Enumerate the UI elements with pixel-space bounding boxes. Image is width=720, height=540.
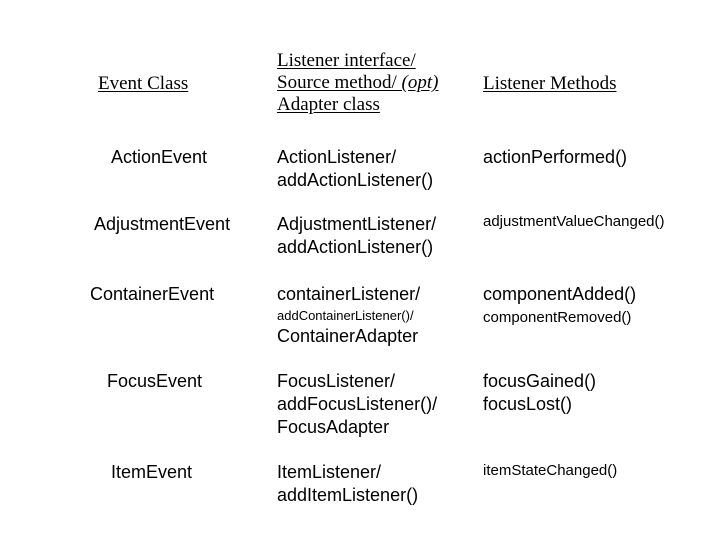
row-adjustment-methods: adjustmentValueChanged() [483, 212, 665, 232]
listener-line: FocusListener/ [277, 371, 396, 391]
listener-line: ActionListener/ [277, 147, 397, 167]
listener-line: FocusAdapter [277, 417, 390, 437]
row-action-event-class: ActionEvent [111, 147, 208, 167]
header-listener-line2: Source method/ (opt) [277, 72, 438, 94]
header-listener-methods: Listener Methods [483, 73, 617, 94]
method-line: focusGained() [483, 371, 597, 391]
header-opt: (opt) [401, 72, 439, 93]
row-item-methods: itemStateChanged() [483, 461, 617, 481]
method-line: actionPerformed() [483, 147, 628, 167]
listener-line: addActionListener() [277, 170, 434, 190]
listener-line: addContainerListener()/ [277, 308, 414, 323]
method-line: componentAdded() [483, 284, 637, 304]
row-action-listener: ActionListener/ addActionListener() [277, 146, 433, 192]
row-item-event-class: ItemEvent [111, 462, 193, 482]
method-line: itemStateChanged() [483, 462, 618, 479]
row-container-event-class: ContainerEvent [90, 284, 215, 304]
row-adjustment-event-class: AdjustmentEvent [94, 214, 231, 234]
header-listener-line3: Adapter class [277, 94, 380, 115]
row-adjustment-listener: AdjustmentListener/ addActionListener() [277, 213, 436, 259]
listener-line: AdjustmentListener/ [277, 214, 437, 234]
row-container-listener: containerListener/ addContainerListener(… [277, 283, 420, 348]
row-action-methods: actionPerformed() [483, 146, 627, 169]
header-source-method: Source method/ [277, 72, 402, 93]
method-line: adjustmentValueChanged() [483, 213, 665, 230]
method-line: componentRemoved() [483, 309, 632, 326]
row-container-methods: componentAdded() componentRemoved() [483, 283, 636, 330]
listener-line: containerListener/ [277, 284, 421, 304]
row-focus-event-class: FocusEvent [107, 371, 203, 391]
header-event-class: Event Class [98, 73, 189, 94]
listener-line: addFocusListener()/ [277, 394, 438, 414]
row-focus-listener: FocusListener/ addFocusListener()/ Focus… [277, 370, 437, 439]
row-item-listener: ItemListener/ addItemListener() [277, 461, 418, 507]
row-focus-methods: focusGained() focusLost() [483, 370, 596, 416]
header-listener-line1: Listener interface/ [277, 50, 416, 71]
listener-line: ContainerAdapter [277, 326, 419, 346]
method-line: focusLost() [483, 394, 573, 414]
listener-line: ItemListener/ [277, 462, 382, 482]
listener-line: addActionListener() [277, 237, 434, 257]
header-listener-interface: Listener interface/ Source method/ (opt)… [277, 50, 438, 116]
listener-line: addItemListener() [277, 485, 419, 505]
